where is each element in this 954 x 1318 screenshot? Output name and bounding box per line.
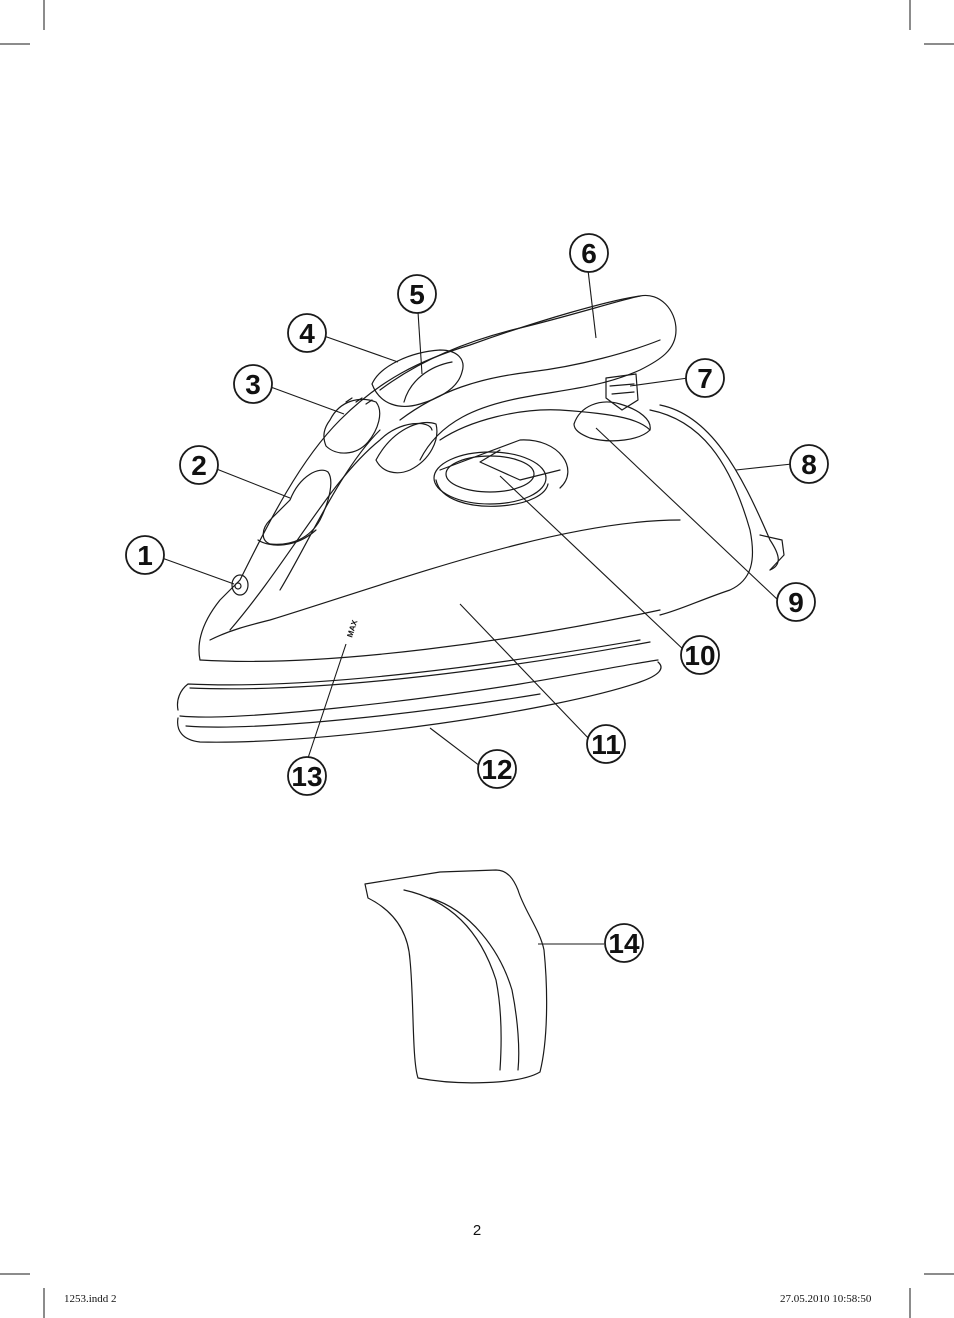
callout-4: 4 [287, 313, 327, 353]
callout-13: 13 [287, 756, 327, 796]
measuring-cup [364, 869, 548, 1084]
svg-text:2: 2 [191, 450, 207, 481]
callout-1: 1 [125, 535, 165, 575]
slug-file-name: 1253.indd 2 [64, 1293, 117, 1305]
spray-nozzle [231, 574, 249, 596]
svg-text:5: 5 [409, 279, 425, 310]
callout-9: 9 [776, 582, 816, 622]
callout-8: 8 [789, 444, 829, 484]
thermostat-dial [433, 451, 547, 505]
svg-text:11: 11 [591, 729, 621, 760]
callout-10: 10 [680, 635, 720, 675]
svg-text:13: 13 [291, 761, 322, 792]
svg-text:14: 14 [608, 928, 640, 959]
svg-text:12: 12 [481, 754, 512, 785]
steam-burst-button [262, 469, 332, 545]
callout-3: 3 [233, 364, 273, 404]
handle [379, 295, 641, 391]
water-tank [375, 421, 438, 474]
svg-text:8: 8 [801, 449, 817, 480]
callout-12: 12 [477, 749, 517, 789]
callout-14: 14 [604, 923, 644, 963]
page-number: 2 [472, 1222, 482, 1239]
soleplate [177, 661, 662, 743]
iron-illustration [176, 294, 785, 1084]
callout-6: 6 [569, 233, 609, 273]
cord-guard [605, 373, 639, 411]
svg-text:7: 7 [697, 363, 713, 394]
svg-text:9: 9 [788, 587, 804, 618]
slug-timestamp: 27.05.2010 10:58:50 [780, 1293, 872, 1305]
spray-button [323, 398, 381, 454]
svg-text:6: 6 [581, 238, 597, 269]
svg-text:4: 4 [299, 318, 315, 349]
svg-text:10: 10 [684, 640, 715, 671]
leader-lines [161, 269, 793, 945]
svg-text:3: 3 [245, 369, 261, 400]
callout-2: 2 [179, 445, 219, 485]
max-mark: MAX [345, 618, 359, 638]
svg-text:1: 1 [137, 540, 153, 571]
callout-7: 7 [685, 358, 725, 398]
callout-5: 5 [397, 274, 437, 314]
callout-11: 11 [586, 724, 626, 764]
